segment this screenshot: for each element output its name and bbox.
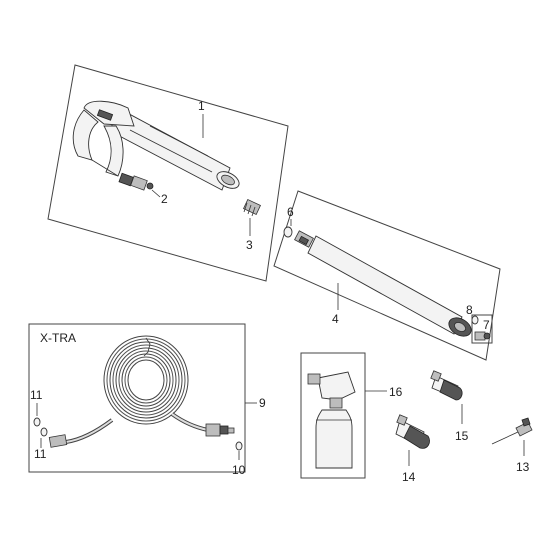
callout-9: 9 <box>259 396 266 410</box>
callout-2: 2 <box>161 192 168 206</box>
lance-group-frame <box>273 190 501 361</box>
callout-7: 7 <box>483 318 490 332</box>
callout-15: 15 <box>455 429 469 443</box>
o-ring-part-11-top <box>33 417 41 427</box>
foam-group-frame <box>300 352 366 479</box>
o-ring-part-6 <box>283 226 293 238</box>
hose-group-frame <box>28 323 246 473</box>
callout-16: 16 <box>389 385 403 399</box>
callout-4: 4 <box>332 312 339 326</box>
cleaning-needle-part-13 <box>491 417 533 445</box>
spring-part-3 <box>243 198 261 217</box>
callout-8: 8 <box>466 303 473 317</box>
nozzle-part-14 <box>395 414 430 449</box>
nozzle-part-15 <box>430 370 463 401</box>
nozzle-fitting-part-7 <box>474 331 491 341</box>
callout-6: 6 <box>287 205 294 219</box>
gun-group-frame <box>47 64 289 282</box>
callout-13: 13 <box>516 460 530 474</box>
o-ring-part-11-bottom <box>40 427 48 437</box>
fitting-part-2 <box>118 172 154 191</box>
small-parts-box <box>471 314 493 344</box>
seal-part-8 <box>471 315 479 325</box>
callout-11-bottom: 11 <box>34 447 47 461</box>
trigger-gun-part <box>72 100 240 191</box>
callout-10: 10 <box>232 463 246 477</box>
lance-part-4 <box>294 230 472 337</box>
hose-coil-part-9 <box>48 335 235 448</box>
o-ring-part-10 <box>235 441 243 451</box>
callout-14: 14 <box>402 470 416 484</box>
callout-3: 3 <box>246 238 253 252</box>
callout-11-top: 11 <box>30 388 43 402</box>
foam-bottle-part-16 <box>307 371 356 469</box>
kit-label: X-TRA <box>40 331 76 345</box>
callout-1: 1 <box>198 99 205 113</box>
